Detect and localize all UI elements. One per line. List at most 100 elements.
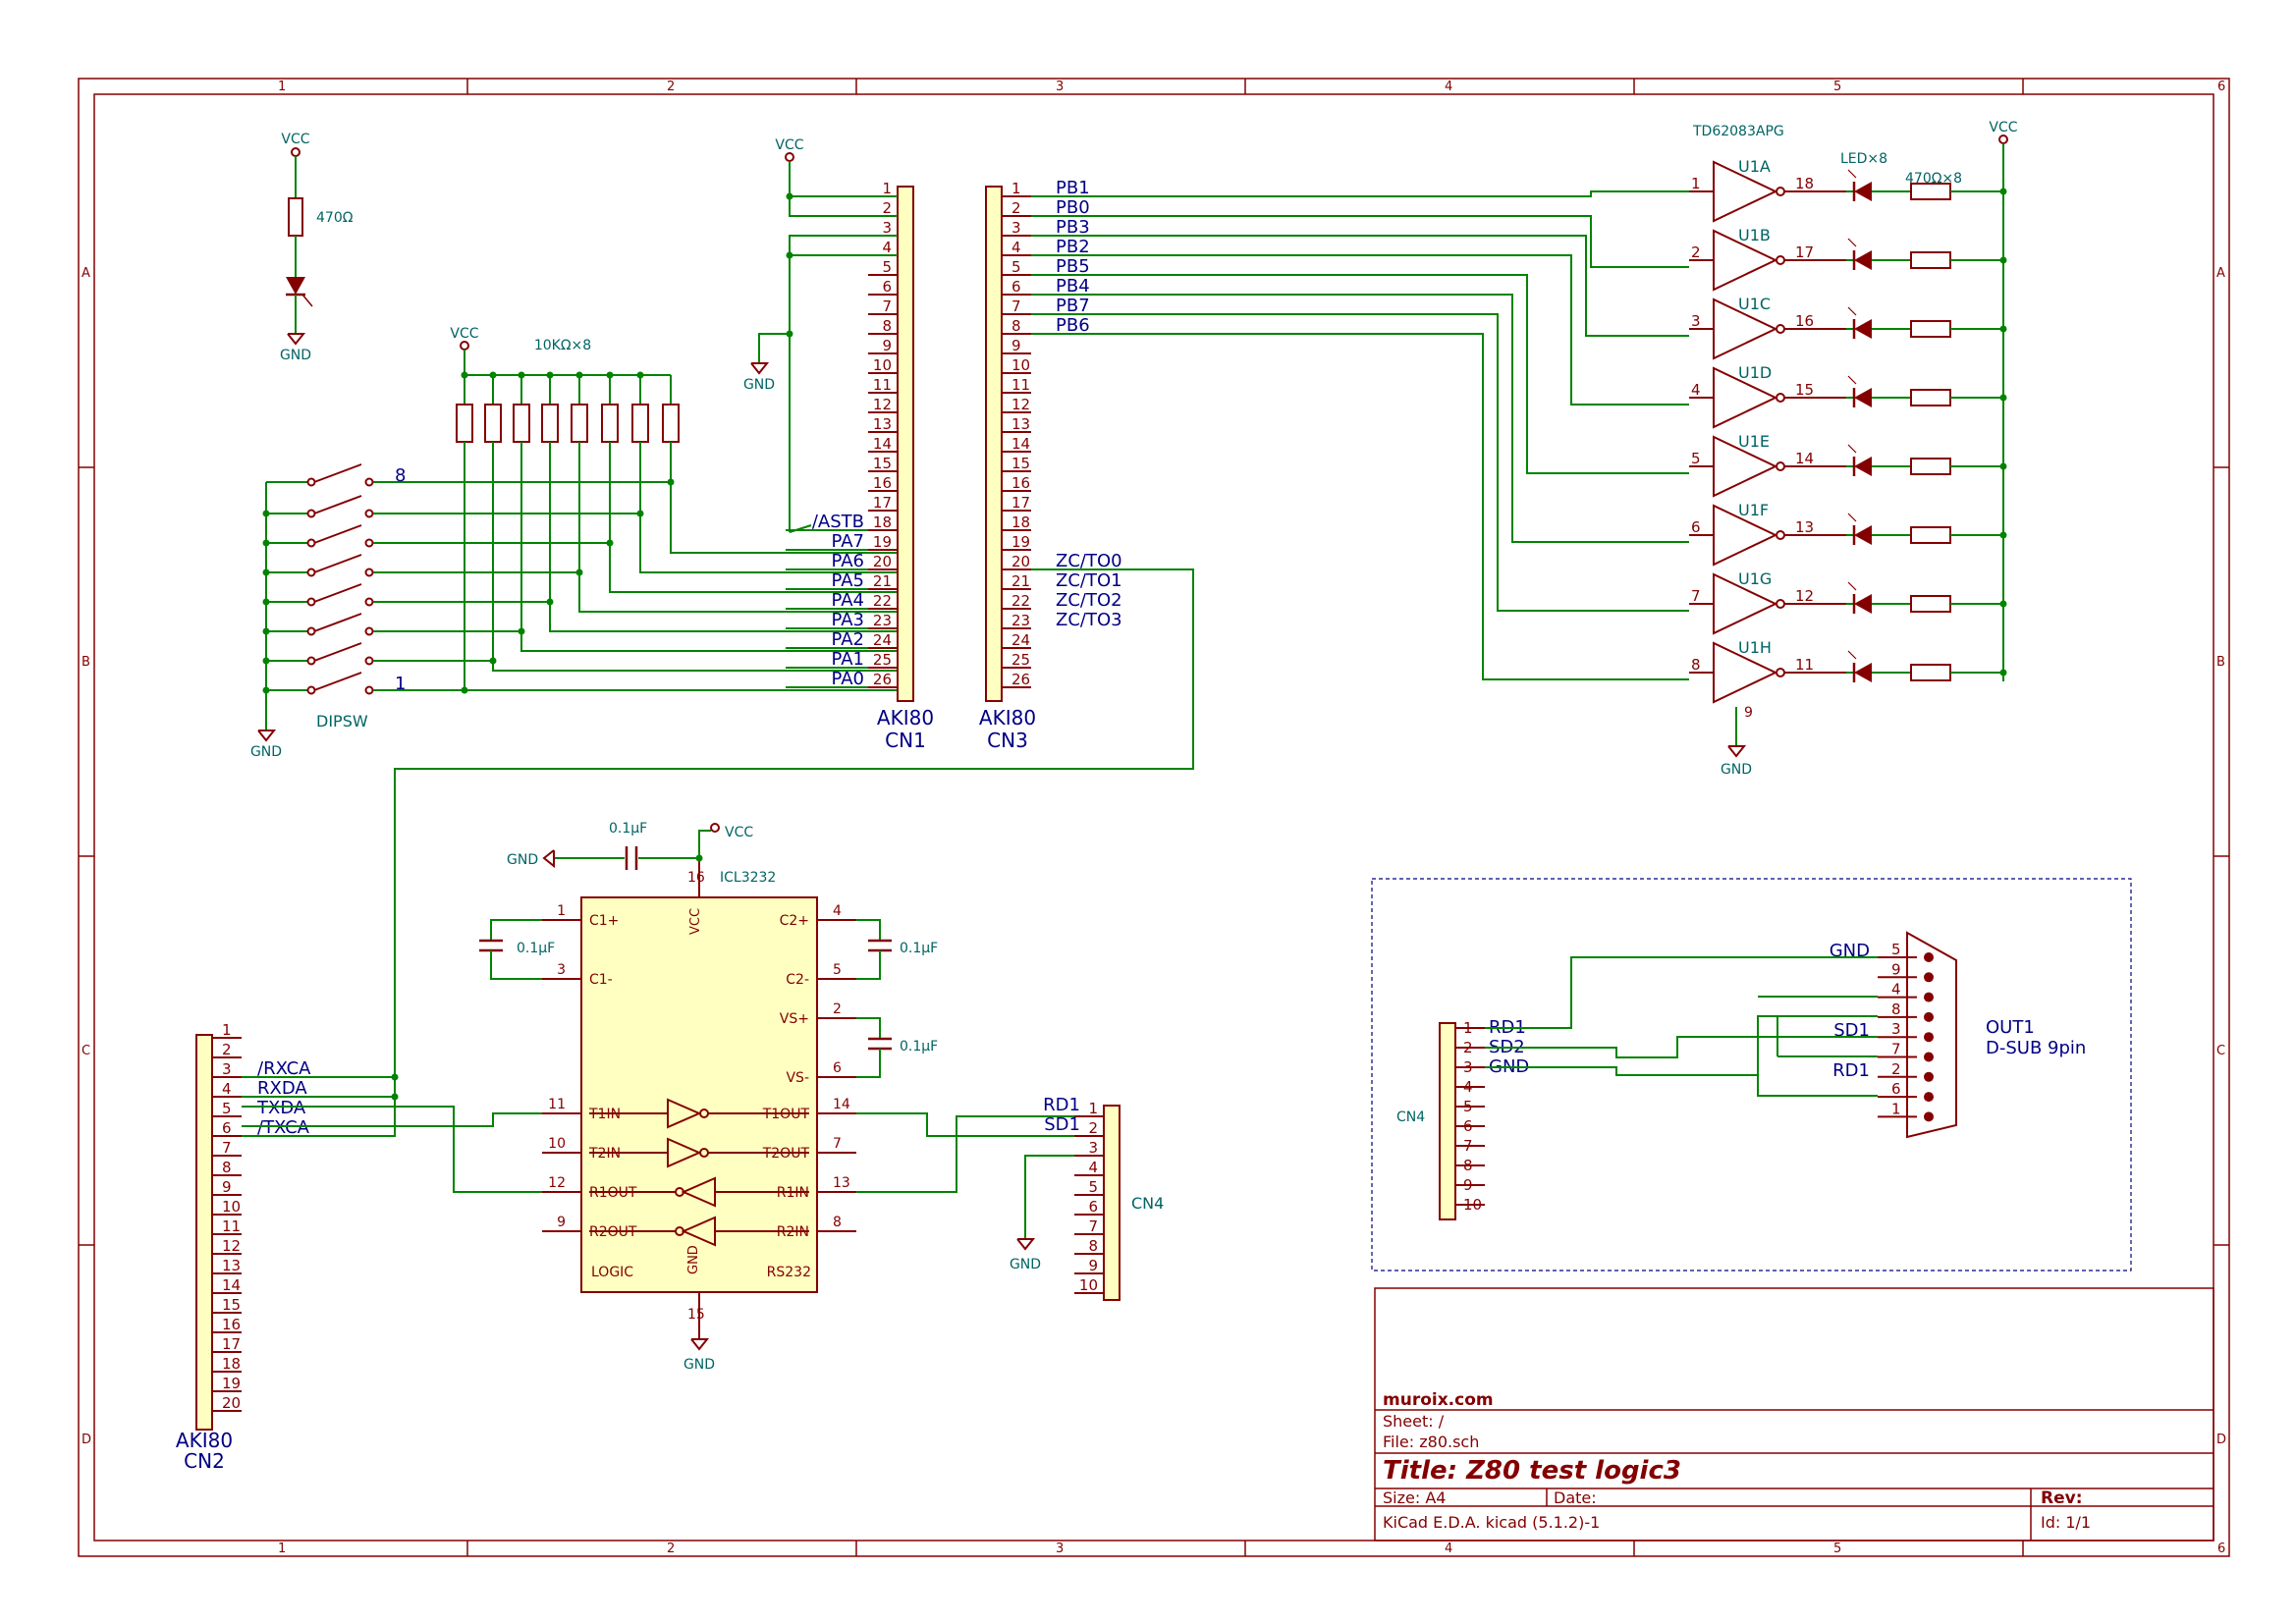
cn1-pin-number: 10 <box>873 356 892 374</box>
gnd-label-cn4: GND <box>1010 1257 1041 1272</box>
cn2-pin-number: 9 <box>222 1178 232 1196</box>
cn4-pin-number: 7 <box>1088 1217 1098 1235</box>
icl3232-vcc-label: VCC <box>688 908 703 935</box>
cn2-pin-number: 11 <box>222 1217 241 1235</box>
cn2-body <box>195 1034 213 1431</box>
dsub-pin-number: 9 <box>1891 960 1901 978</box>
dsub-pin-dot <box>1924 992 1934 1002</box>
cap-label-c2: 0.1μF <box>900 941 938 956</box>
cn2-pin-number: 5 <box>222 1100 232 1117</box>
dsub-pin-number: 3 <box>1891 1020 1901 1038</box>
frame-col-3-bottom: 3 <box>1056 1542 1064 1556</box>
icl-right-pin-number: 8 <box>833 1215 842 1230</box>
junction <box>1999 188 2007 195</box>
dsub-region-box <box>1371 878 2132 1271</box>
cn2-pin-number: 3 <box>222 1060 232 1078</box>
cn3-net-label: ZC/TO0 <box>1056 551 1122 571</box>
cn3-pin-number: 16 <box>1011 474 1030 492</box>
cn3-pin-number: 4 <box>1011 239 1021 256</box>
dip-switches <box>266 463 671 695</box>
gnd-label-driver: GND <box>1721 762 1752 778</box>
driver-input-number: 2 <box>1691 243 1701 261</box>
cn3-pin-number: 15 <box>1011 455 1030 472</box>
cn4b-pin-number: 10 <box>1463 1196 1482 1214</box>
vcc-label-cn1: VCC <box>775 137 803 153</box>
cn1-net-label: PA1 <box>832 649 864 670</box>
cn1-net-label: PA3 <box>832 610 864 630</box>
cn2-pin-number: 16 <box>222 1316 241 1333</box>
cn1-pin-number: 18 <box>873 514 892 531</box>
cn1-pin-number: 14 <box>873 435 892 453</box>
icl-left-pin-name: C1+ <box>589 913 619 929</box>
resistor-470-label: 470Ω <box>316 210 354 226</box>
cn3-pin-number: 8 <box>1011 317 1021 335</box>
dipsw-ref: DIPSW <box>316 712 368 730</box>
cn1-pin-number: 7 <box>882 298 892 315</box>
icl3232-body <box>580 896 818 1293</box>
cn4-pin-number: 5 <box>1088 1178 1098 1196</box>
resistor-array-label: 10KΩ×8 <box>534 338 591 353</box>
cn1-pin-number: 17 <box>873 494 892 512</box>
led-resistor <box>1910 251 1951 269</box>
cn1-ref: CN1 <box>885 729 926 752</box>
cn2-pin-number: 19 <box>222 1375 241 1392</box>
cn2-net-label: /RXCA <box>257 1058 311 1079</box>
cn3-net-label: ZC/TO1 <box>1056 570 1122 591</box>
led-ray <box>1847 650 1857 660</box>
cn3-pin-number: 11 <box>1011 376 1030 394</box>
cn4-right-ref: CN4 <box>1396 1109 1425 1125</box>
driver-unit-ref: U1D <box>1738 363 1772 382</box>
driver-output-number: 12 <box>1795 587 1814 605</box>
cn4-pin-number: 3 <box>1088 1139 1098 1157</box>
cn3-pin-number: 2 <box>1011 199 1021 217</box>
power-led-circuit: VCC 470Ω GND <box>280 132 354 363</box>
cn3-net-label: PB2 <box>1056 237 1090 257</box>
icl-left-pin-number: 11 <box>548 1097 566 1112</box>
cn3-pin-number: 3 <box>1011 219 1021 237</box>
cn1-pin-number: 26 <box>873 671 892 688</box>
led-resistor <box>1910 458 1951 475</box>
frame-row-c: C <box>82 1044 90 1058</box>
gnd-label-dipsw: GND <box>250 744 282 760</box>
driver-input-number: 8 <box>1691 656 1701 674</box>
icl-right-pin-number: 7 <box>833 1136 842 1152</box>
cap-label-vs: 0.1μF <box>900 1039 938 1055</box>
frame-col-2: 2 <box>667 80 675 94</box>
cn1-pin-number: 13 <box>873 415 892 433</box>
cn1-pin-number: 3 <box>882 219 892 237</box>
cn4-pin-number: 10 <box>1079 1276 1098 1294</box>
cn4b-pin-number: 8 <box>1463 1157 1473 1174</box>
cn2-pin-number: 13 <box>222 1257 241 1274</box>
cn4-mid-ref: CN4 <box>1131 1194 1164 1213</box>
dsub-pin-dot <box>1924 952 1934 962</box>
frame-row-c-right: C <box>2216 1044 2225 1058</box>
frame-col-3: 3 <box>1056 80 1064 94</box>
cn1-net-label: PA0 <box>832 669 864 689</box>
cn4b-pin-number: 7 <box>1463 1137 1473 1155</box>
cn3-pin-number: 22 <box>1011 592 1030 610</box>
led-ray <box>1847 375 1857 385</box>
dsub-pin-number: 2 <box>1891 1060 1901 1078</box>
led-array-label: LED×8 <box>1840 151 1887 167</box>
icl3232-ref: ICL3232 <box>720 870 776 886</box>
dsub-pin-number: 5 <box>1891 941 1901 958</box>
cn1-name: AKI80 <box>877 706 934 730</box>
vcc-label-led: VCC <box>281 132 309 147</box>
cn1-net-label: PA4 <box>832 590 864 611</box>
icl-right-pin-number: 2 <box>833 1001 842 1017</box>
cn3-body <box>985 186 1003 702</box>
led-icon <box>1854 250 1872 270</box>
driver-input-number: 6 <box>1691 518 1701 536</box>
dsub-pin-number: 6 <box>1891 1080 1901 1098</box>
cn3-pin-number: 17 <box>1011 494 1030 512</box>
cn3-net-label: ZC/TO3 <box>1056 610 1122 630</box>
gnd-label-led: GND <box>280 348 311 363</box>
cn1-pin-number: 12 <box>873 396 892 413</box>
cn3-pin-number: 24 <box>1011 631 1030 649</box>
cn3-pin-number: 9 <box>1011 337 1021 354</box>
dsub-net-label: SD1 <box>1833 1020 1870 1041</box>
driver-output-number: 11 <box>1795 656 1814 674</box>
cn3-net-label: PB3 <box>1056 217 1090 238</box>
junction <box>1999 669 2007 676</box>
